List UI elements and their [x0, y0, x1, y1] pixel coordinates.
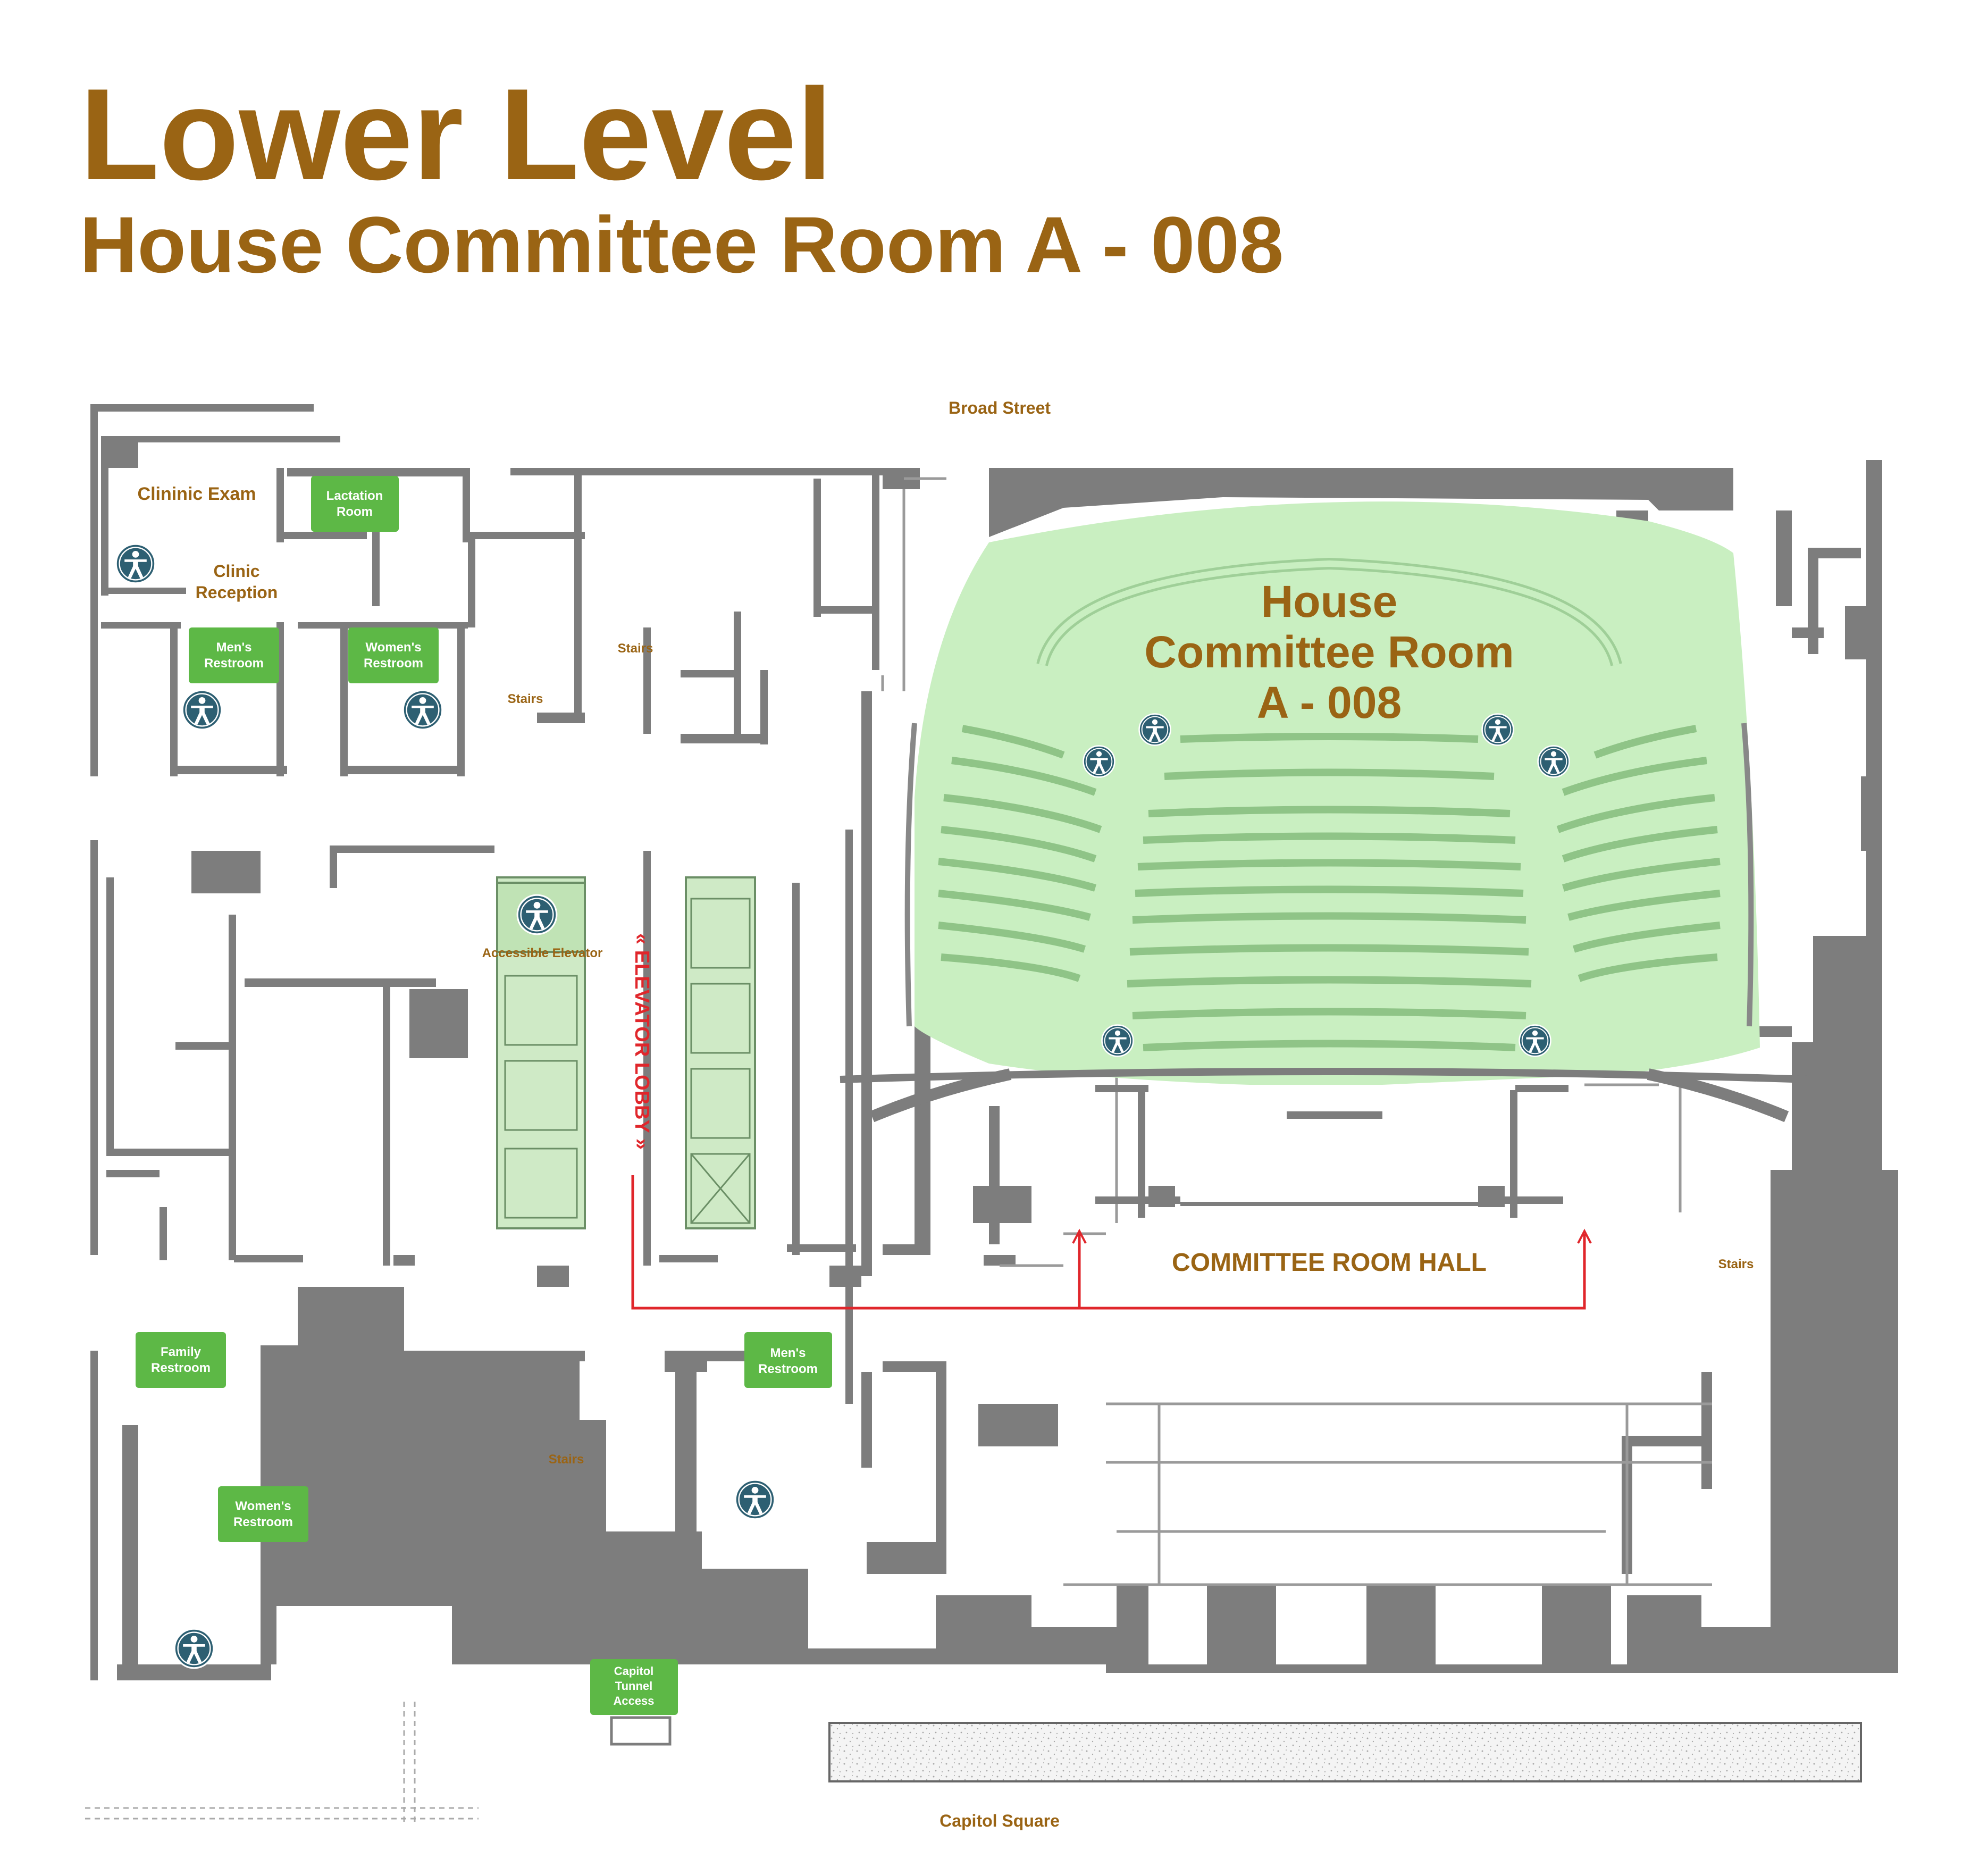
street-label-top: Broad Street	[949, 398, 1051, 417]
tunnel-label-3: Access	[613, 1694, 654, 1707]
accessibility-icon	[1519, 1024, 1551, 1057]
lactation-room-label-2: Room	[337, 505, 373, 519]
womens-restroom-tag-bottom: Women's Restroom	[218, 1486, 308, 1542]
lactation-room-tag: Lactation Room	[311, 476, 399, 532]
accessibility-icon	[402, 689, 443, 731]
accessibility-icon	[516, 894, 558, 935]
capitol-tunnel-tag: Capitol Tunnel Access	[590, 1659, 678, 1715]
accessibility-icon	[1101, 1024, 1134, 1057]
street-label-bottom: Capitol Square	[940, 1811, 1060, 1830]
mens-restroom-tag-bottom: Men's Restroom	[744, 1332, 832, 1388]
accessibility-icon	[1083, 745, 1115, 778]
family-restroom-label-1: Family	[161, 1345, 202, 1359]
womens-restroom-b-label-1: Women's	[235, 1499, 291, 1513]
main-room-label-line2: Committee Room	[1144, 627, 1514, 677]
page-subtitle: House Committee Room A - 008	[80, 200, 1284, 289]
accessibility-icon	[115, 543, 156, 584]
accessibility-icon	[734, 1479, 776, 1520]
elevator-lobby-label: « ELEVATOR LOBBY »	[631, 933, 653, 1150]
main-room-label-line1: House	[1261, 576, 1398, 626]
accessibility-icon	[173, 1628, 215, 1669]
mens-restroom-label-2: Restroom	[204, 656, 264, 671]
elevator-bank-right	[685, 876, 756, 1229]
accessible-elevator-label: Accessible Elevator	[482, 946, 603, 960]
stairs-label-3: Stairs	[549, 1452, 584, 1467]
house-committee-room: House Committee Room A - 008	[840, 501, 1808, 1123]
building-walls	[90, 404, 1898, 1680]
womens-restroom-label-1: Women's	[365, 640, 421, 655]
stairs-label-1: Stairs	[618, 641, 653, 656]
accessibility-icon	[1481, 713, 1514, 746]
mens-restroom-b-label-2: Restroom	[758, 1362, 818, 1376]
stairs-label-4: Stairs	[1718, 1257, 1754, 1271]
lactation-room-label-1: Lactation	[326, 489, 383, 503]
clinic-reception-label-1: Clinic	[213, 562, 259, 581]
main-room-label-line3: A - 008	[1257, 677, 1402, 727]
tunnel-label-1: Capitol	[614, 1664, 654, 1678]
tunnel-label-2: Tunnel	[615, 1679, 652, 1693]
elevator-lobby-route	[631, 1175, 1592, 1310]
mens-restroom-b-label-1: Men's	[770, 1346, 806, 1360]
committee-hall-label: COMMITTEE ROOM HALL	[1172, 1249, 1487, 1277]
page-title: Lower Level	[80, 61, 833, 207]
capitol-square-plaza	[828, 1722, 1862, 1782]
accessibility-icon	[1138, 713, 1171, 746]
accessibility-icon	[181, 689, 223, 731]
mens-restroom-tag-top: Men's Restroom	[189, 627, 279, 683]
family-restroom-tag: Family Restroom	[136, 1332, 226, 1388]
womens-restroom-b-label-2: Restroom	[233, 1515, 293, 1529]
committee-room-doors	[1095, 1085, 1568, 1218]
clinic-reception-label-2: Reception	[196, 583, 278, 602]
stairs-label-2: Stairs	[508, 692, 543, 706]
interior-lines	[881, 477, 1712, 1586]
accessibility-icon	[1537, 745, 1570, 778]
womens-restroom-tag-top: Women's Restroom	[348, 627, 439, 683]
womens-restroom-label-2: Restroom	[364, 656, 423, 671]
family-restroom-label-2: Restroom	[151, 1361, 211, 1375]
mens-restroom-label-1: Men's	[216, 640, 251, 655]
clinic-exam-label: Clininic Exam	[138, 484, 256, 504]
